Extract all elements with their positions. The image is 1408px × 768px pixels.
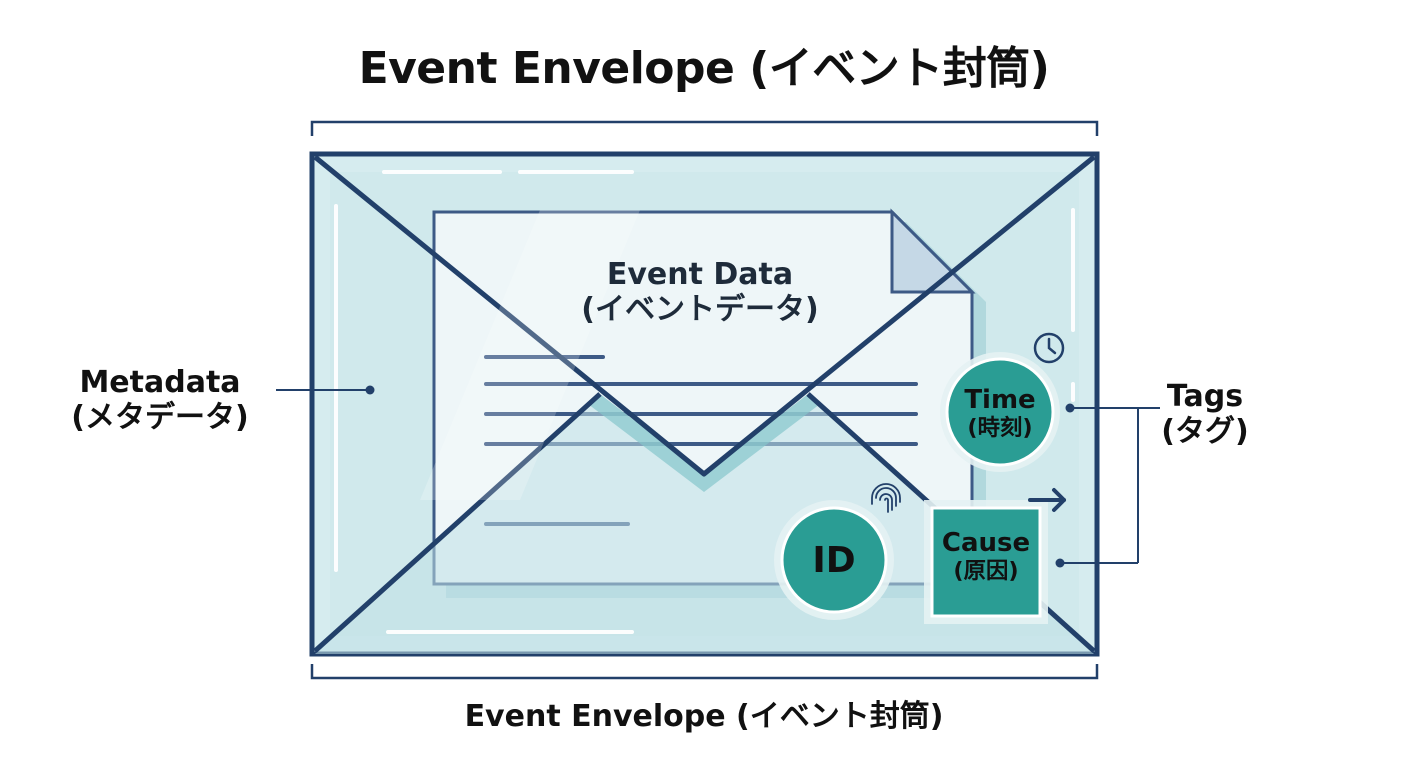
arrow-right-icon xyxy=(1028,488,1066,512)
cause-tag-dot xyxy=(1055,558,1065,568)
cause-badge-label: Cause (原因) xyxy=(930,528,1042,585)
cause-badge-line2: (原因) xyxy=(953,557,1019,584)
glass-highlights xyxy=(334,170,1075,634)
time-tag-dot xyxy=(1065,403,1075,413)
cause-badge xyxy=(930,506,1042,618)
time-badge xyxy=(945,357,1055,467)
bottom-bracket xyxy=(310,664,1099,680)
title-bottom: Event Envelope (イベント封筒) xyxy=(464,699,944,734)
time-badge-line2: (時刻) xyxy=(967,414,1033,441)
clock-icon xyxy=(1033,332,1065,364)
cause-badge-line1: Cause xyxy=(941,528,1031,558)
metadata-label-line2: (メタデータ) xyxy=(71,399,249,435)
title-top: Event Envelope (イベント封筒) xyxy=(358,43,1050,94)
event-data-label: Event Data (イベントデータ) xyxy=(520,257,880,327)
event-data-label-line2: (イベントデータ) xyxy=(581,291,819,327)
metadata-dot xyxy=(365,385,375,395)
envelope-front-glass xyxy=(315,394,1094,654)
event-data-label-line1: Event Data xyxy=(606,257,794,292)
tags-label-line1: Tags xyxy=(1166,379,1244,414)
metadata-label-line1: Metadata xyxy=(79,365,241,400)
metadata-label: Metadata (メタデータ) xyxy=(50,365,270,435)
id-badge xyxy=(780,506,888,614)
fingerprint-icon xyxy=(871,483,901,513)
tags-connector xyxy=(1062,407,1160,564)
top-bracket xyxy=(310,120,1099,136)
time-badge-label: Time (時刻) xyxy=(944,385,1056,442)
tags-label: Tags (タグ) xyxy=(1140,379,1270,449)
id-badge-label: ID xyxy=(812,540,856,581)
glass-sheen xyxy=(420,210,640,500)
time-badge-line1: Time xyxy=(964,385,1036,415)
v-shadow xyxy=(588,394,820,492)
tags-label-line2: (タグ) xyxy=(1161,413,1249,449)
